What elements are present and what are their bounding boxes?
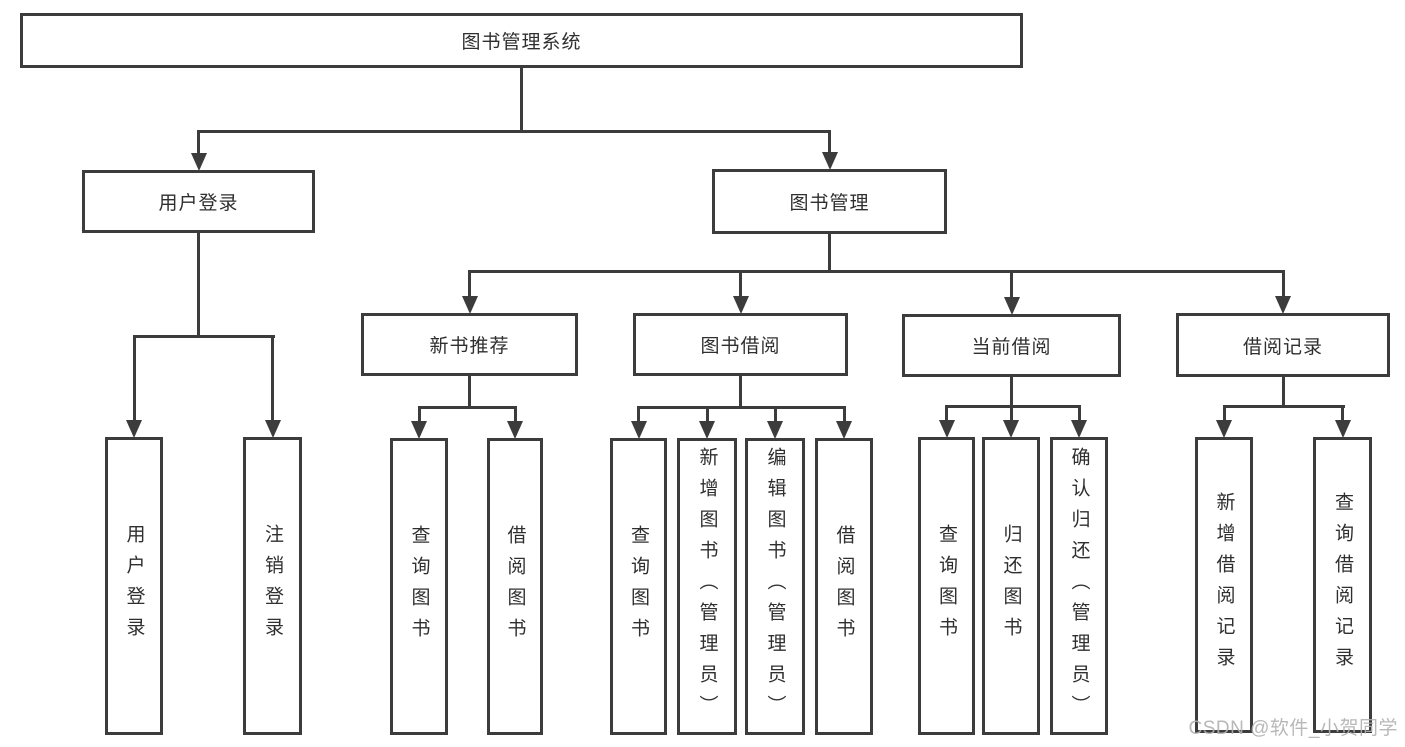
node-leaf-cb-return: 归还图书 <box>982 437 1040 735</box>
arrowhead-down-icon <box>630 421 647 439</box>
connector-line <box>1010 405 1013 420</box>
node-leaf-user-login: 用户登录 <box>105 437 163 735</box>
connector-line <box>468 270 1285 273</box>
node-label-leaf-br-query: 查询借阅记录 <box>1332 492 1353 678</box>
arrowhead-down-icon <box>1071 420 1087 438</box>
node-label-leaf-rec-query: 查询图书 <box>408 524 430 649</box>
arrowhead-down-icon <box>938 420 955 438</box>
connector-line <box>1010 270 1013 297</box>
arrowhead-down-icon <box>126 420 142 438</box>
connector-line <box>706 406 709 421</box>
node-leaf-br-query: 查询借阅记录 <box>1313 437 1372 733</box>
node-label-leaf-rec-borrow: 借阅图书 <box>504 524 526 649</box>
node-label-leaf-bb-add: 新增图书（管理员） <box>696 447 718 726</box>
arrowhead-down-icon <box>767 421 783 439</box>
connector-line <box>637 406 640 421</box>
node-label-new-book-rec: 新书推荐 <box>429 336 510 357</box>
connector-line <box>945 405 1081 408</box>
connector-line <box>774 406 777 421</box>
node-book-mgmt: 图书管理 <box>712 169 947 234</box>
connector-line <box>843 406 846 421</box>
connector-line <box>520 68 523 133</box>
connector-line <box>468 376 471 409</box>
node-leaf-cb-confirm: 确认归还（管理员） <box>1050 437 1108 735</box>
node-leaf-cb-query: 查询图书 <box>918 437 975 735</box>
node-label-book-mgmt: 图书管理 <box>789 193 870 214</box>
connector-line <box>197 130 200 153</box>
connector-line <box>637 406 846 409</box>
node-leaf-bb-query: 查询图书 <box>610 438 667 735</box>
node-leaf-rec-query: 查询图书 <box>390 438 448 735</box>
node-label-leaf-bb-edit: 编辑图书（管理员） <box>764 447 786 726</box>
connector-line <box>271 335 274 420</box>
connector-line <box>828 130 831 152</box>
connector-line <box>1010 377 1013 408</box>
node-user-login: 用户登录 <box>82 170 315 233</box>
connector-line <box>1282 270 1285 296</box>
connector-line <box>468 270 471 296</box>
node-label-leaf-logout: 注销登录 <box>262 524 283 648</box>
node-leaf-br-add: 新增借阅记录 <box>1195 437 1253 733</box>
arrowhead-down-icon <box>461 296 478 314</box>
connector-line <box>828 234 831 273</box>
node-root: 图书管理系统 <box>20 13 1023 68</box>
node-leaf-bb-edit: 编辑图书（管理员） <box>745 438 805 735</box>
arrowhead-down-icon <box>821 152 838 170</box>
node-label-user-login: 用户登录 <box>158 193 239 214</box>
connector-line <box>1078 405 1081 420</box>
node-leaf-bb-borrow: 借阅图书 <box>815 438 873 735</box>
node-new-book-rec: 新书推荐 <box>361 313 578 376</box>
connector-line <box>197 130 831 133</box>
arrowhead-down-icon <box>836 421 852 439</box>
node-current-borrow: 当前借阅 <box>902 314 1121 377</box>
connector-line <box>514 406 517 421</box>
node-label-leaf-bb-borrow: 借阅图书 <box>833 524 855 649</box>
node-leaf-rec-borrow: 借阅图书 <box>487 438 543 735</box>
node-label-leaf-bb-query: 查询图书 <box>628 524 649 649</box>
node-label-book-borrow: 图书借阅 <box>700 336 781 357</box>
node-label-root: 图书管理系统 <box>461 32 582 53</box>
connector-line <box>1341 405 1344 420</box>
arrowhead-down-icon <box>1216 420 1232 438</box>
connector-line <box>133 335 275 338</box>
node-label-current-borrow: 当前借阅 <box>971 337 1052 358</box>
node-label-leaf-user-login: 用户登录 <box>123 524 145 648</box>
connector-line <box>1223 405 1345 408</box>
arrowhead-down-icon <box>1275 296 1291 314</box>
node-label-leaf-cb-confirm: 确认归还（管理员） <box>1068 446 1090 726</box>
node-leaf-logout: 注销登录 <box>243 437 302 735</box>
arrowhead-down-icon <box>1003 420 1019 438</box>
connector-line <box>945 405 948 420</box>
connector-line <box>133 335 136 420</box>
connector-line <box>739 376 742 409</box>
node-book-borrow: 图书借阅 <box>633 313 848 376</box>
connector-line <box>1282 377 1285 408</box>
arrowhead-down-icon <box>411 421 427 439</box>
arrowhead-down-icon <box>1003 297 1020 315</box>
node-leaf-bb-add: 新增图书（管理员） <box>677 438 737 735</box>
arrowhead-down-icon <box>699 421 715 439</box>
node-label-leaf-cb-query: 查询图书 <box>936 524 957 648</box>
node-borrow-record: 借阅记录 <box>1176 313 1390 377</box>
arrowhead-down-icon <box>507 421 523 439</box>
connector-line <box>418 406 421 421</box>
node-label-leaf-br-add: 新增借阅记录 <box>1213 492 1235 678</box>
node-label-borrow-record: 借阅记录 <box>1242 336 1323 358</box>
arrowhead-down-icon <box>732 296 749 314</box>
arrowhead-down-icon <box>264 420 281 438</box>
connector-line <box>197 233 200 338</box>
arrowhead-down-icon <box>1334 420 1351 438</box>
connector-line <box>739 270 742 296</box>
arrowhead-down-icon <box>190 153 207 171</box>
connector-line <box>418 406 517 409</box>
node-label-leaf-cb-return: 归还图书 <box>1000 524 1022 648</box>
connector-line <box>1223 405 1226 420</box>
